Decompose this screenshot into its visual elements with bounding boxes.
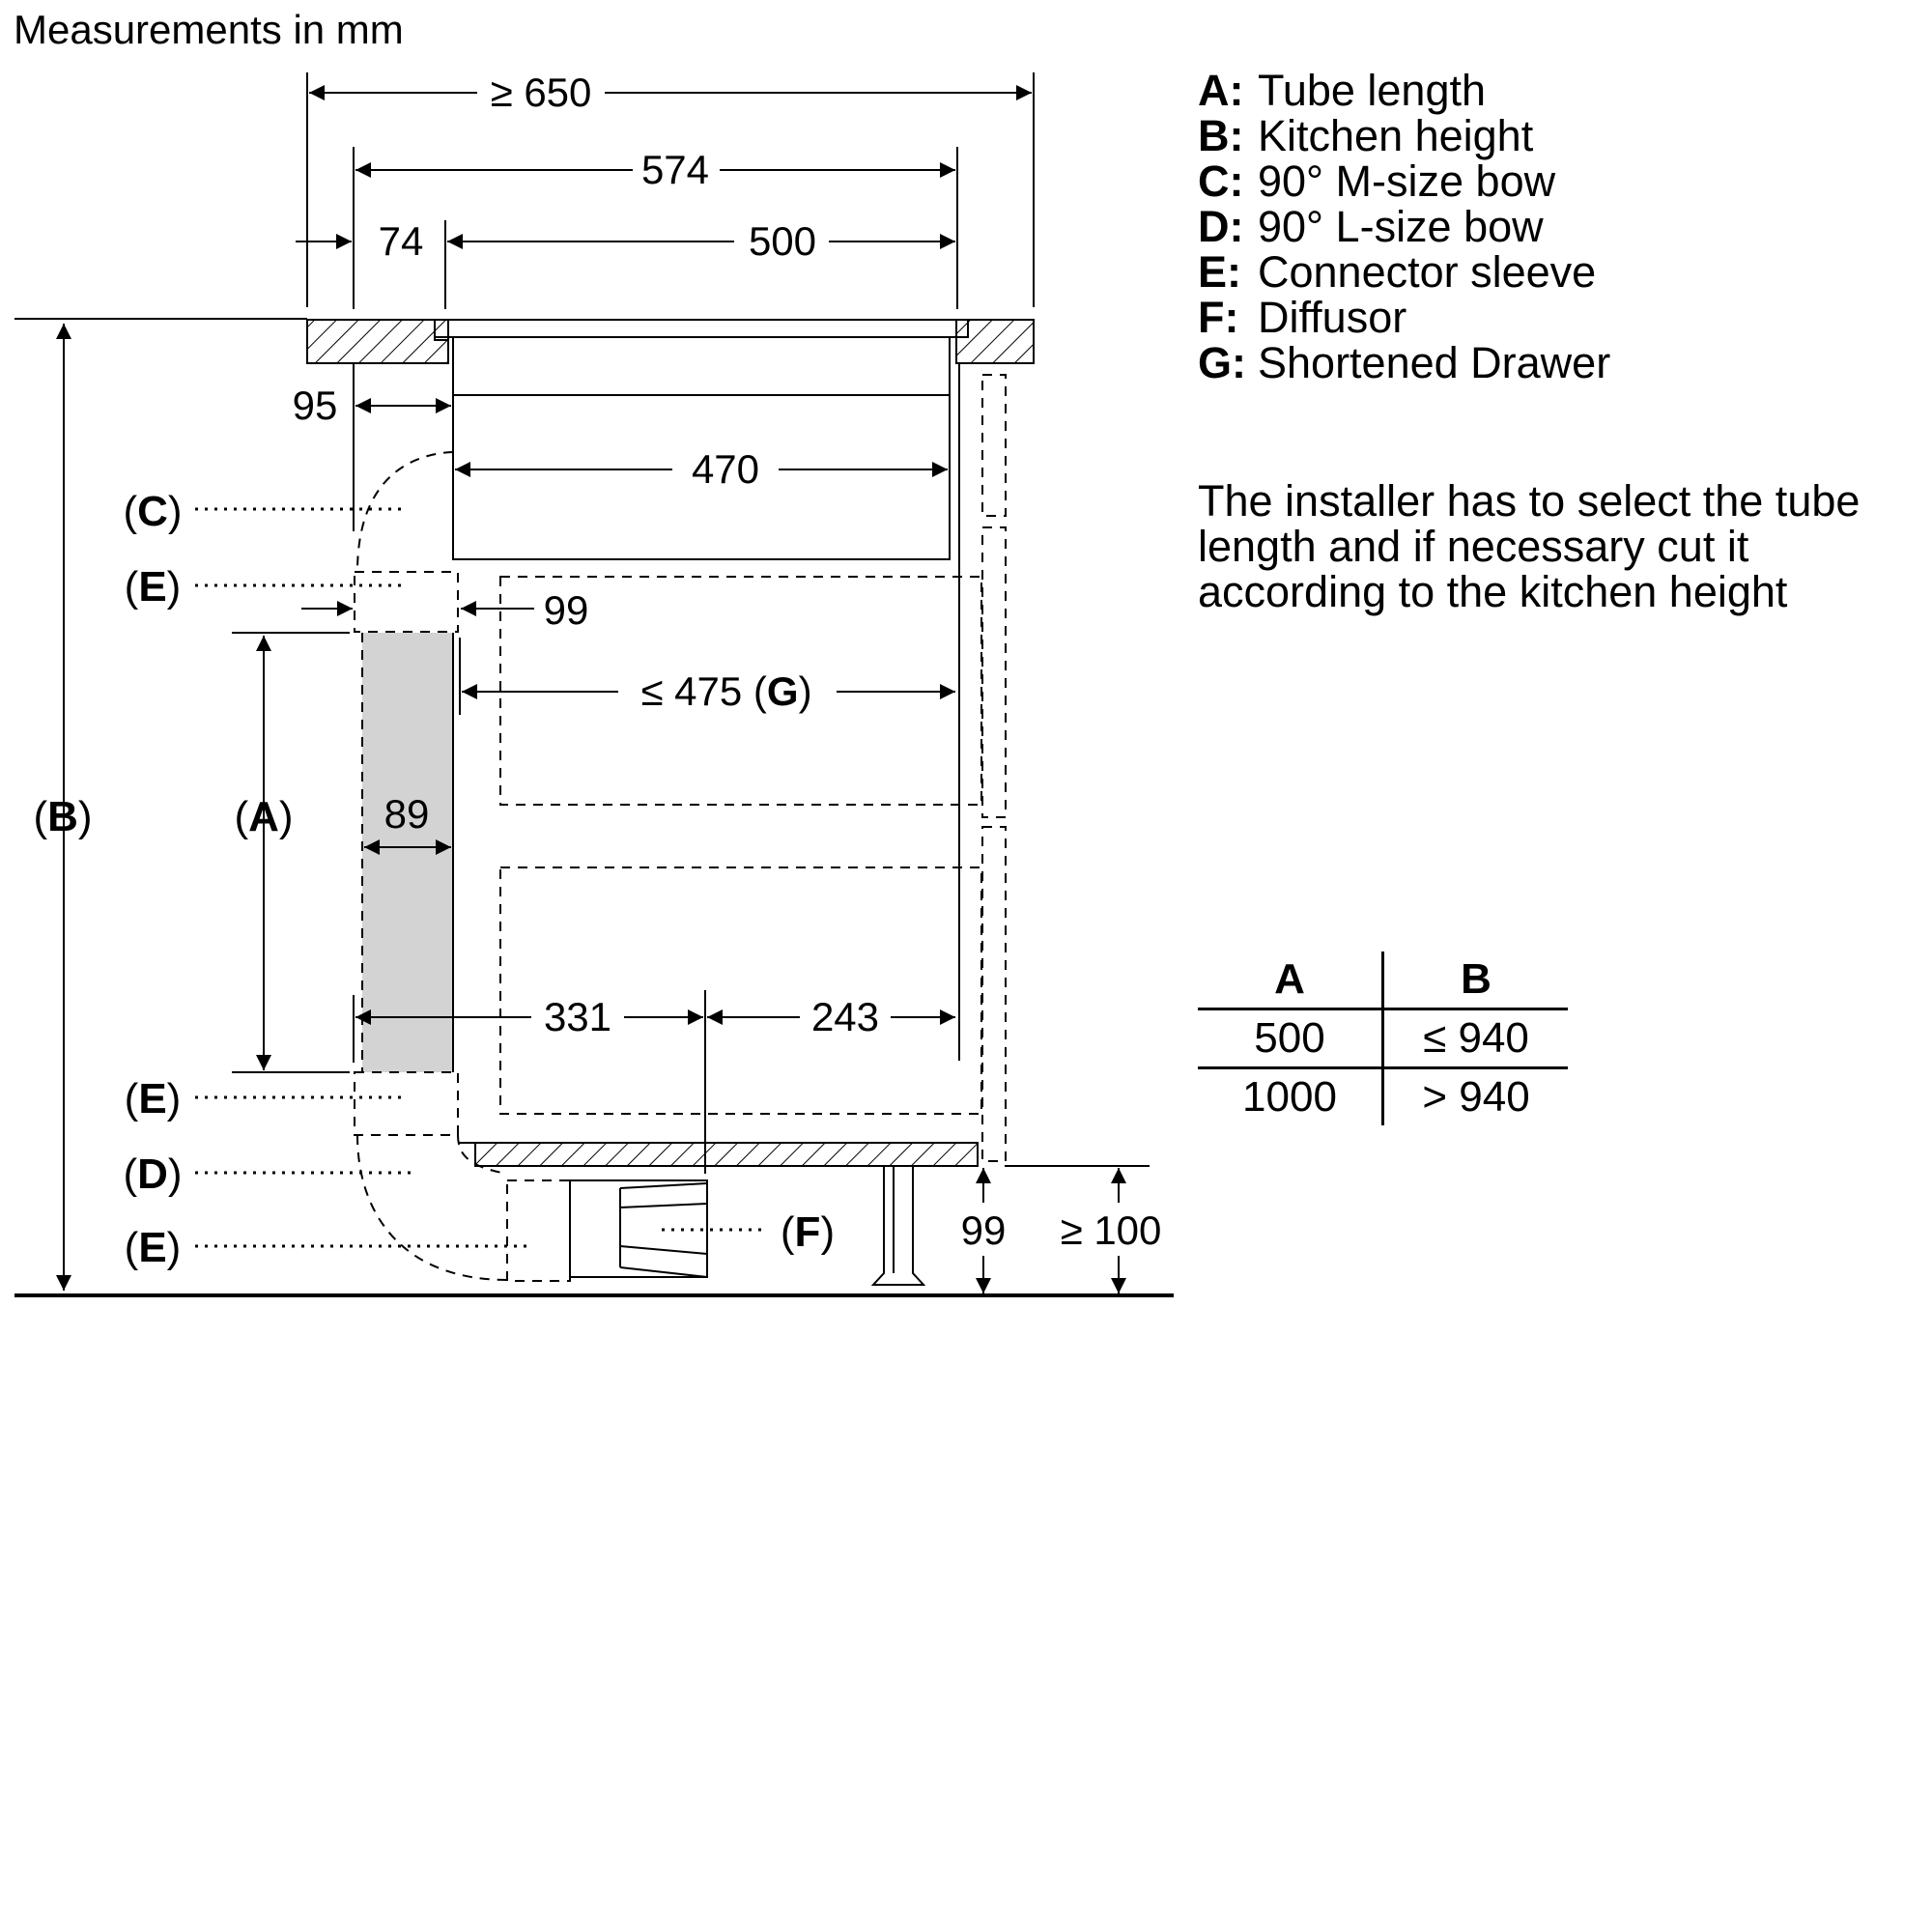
- label-a: (A): [234, 793, 293, 840]
- label-d: (D): [123, 1151, 182, 1198]
- legend-item: G:Shortened Drawer: [1198, 338, 1611, 387]
- bow-c: [356, 451, 454, 573]
- table-cell: 1000: [1198, 1067, 1384, 1125]
- dim-470-text: 470: [692, 446, 759, 492]
- countertop-right: [955, 319, 1035, 364]
- plinth-board: [474, 1142, 979, 1167]
- bow-d-outer: [356, 1134, 508, 1281]
- cabinet-door-dashed-3: [981, 826, 1007, 1162]
- dim-95-text: 95: [293, 383, 338, 428]
- countertop-left: [306, 319, 449, 364]
- table-cell: 500: [1198, 1009, 1384, 1069]
- table-header-a: A: [1198, 952, 1384, 1010]
- dim-650-text: ≥ 650: [491, 70, 592, 115]
- legend-item: A:Tube length: [1198, 66, 1487, 115]
- dim-243-text: 243: [811, 994, 879, 1039]
- sleeve-e-middle: [354, 1071, 459, 1136]
- sleeve-e-bottom: [506, 1179, 571, 1282]
- table-header-b: B: [1382, 952, 1568, 1010]
- table-cell: ≤ 940: [1382, 1009, 1568, 1069]
- bow-d-inner: [457, 1134, 508, 1175]
- hob-body-upper: [452, 336, 951, 396]
- legend: A:Tube length B:Kitchen height C:90° M-s…: [1198, 68, 1610, 385]
- label-e-middle: (E): [125, 1075, 182, 1122]
- installer-note: The installer has to select the tube len…: [1198, 476, 1861, 616]
- tube-length-table: A B 500 ≤ 940 1000 > 940: [1198, 952, 1568, 1125]
- label-e-bottom: (E): [125, 1224, 182, 1271]
- dim-74-text: 74: [379, 218, 424, 264]
- label-b: (B): [33, 793, 92, 840]
- table-cell: > 940: [1422, 1073, 1530, 1121]
- label-e-top: (E): [125, 563, 182, 611]
- dim-99-bottom-text: 99: [961, 1208, 1007, 1253]
- label-f: (F): [781, 1208, 835, 1256]
- dim-500-text: 500: [749, 218, 816, 264]
- sleeve-e-top: [354, 571, 459, 633]
- dim-331-text: 331: [544, 994, 611, 1039]
- cabinet-door-dashed-1: [981, 374, 1007, 517]
- diagram-title: Measurements in mm: [14, 7, 404, 52]
- label-c: (C): [123, 488, 182, 535]
- legend-item: D:90° L-size bow: [1198, 202, 1544, 251]
- dim-89-text: 89: [384, 791, 430, 837]
- table-row: 1000 > 940: [1198, 1067, 1568, 1125]
- hob-body-lower: [452, 394, 951, 560]
- tube: [362, 633, 453, 1072]
- diffusor: [569, 1179, 708, 1278]
- table-row: 500 ≤ 940: [1198, 1009, 1568, 1069]
- dim-475-text: ≤ 475 (G): [640, 668, 811, 714]
- dim-99-top-text: 99: [544, 587, 589, 633]
- cabinet-foot: [870, 1166, 926, 1286]
- cabinet-door-dashed-2: [981, 526, 1007, 818]
- dim-100-text: ≥ 100: [1061, 1208, 1162, 1253]
- legend-item: B:Kitchen height: [1198, 111, 1534, 160]
- legend-item: E:Connector sleeve: [1198, 247, 1597, 297]
- legend-item: C:90° M-size bow: [1198, 156, 1556, 206]
- legend-item: F:Diffusor: [1198, 293, 1407, 342]
- drawer-lower: [499, 867, 982, 1115]
- dim-574-text: 574: [641, 147, 709, 192]
- hob-glass: [434, 319, 969, 338]
- diffusor-fins: [619, 1182, 708, 1278]
